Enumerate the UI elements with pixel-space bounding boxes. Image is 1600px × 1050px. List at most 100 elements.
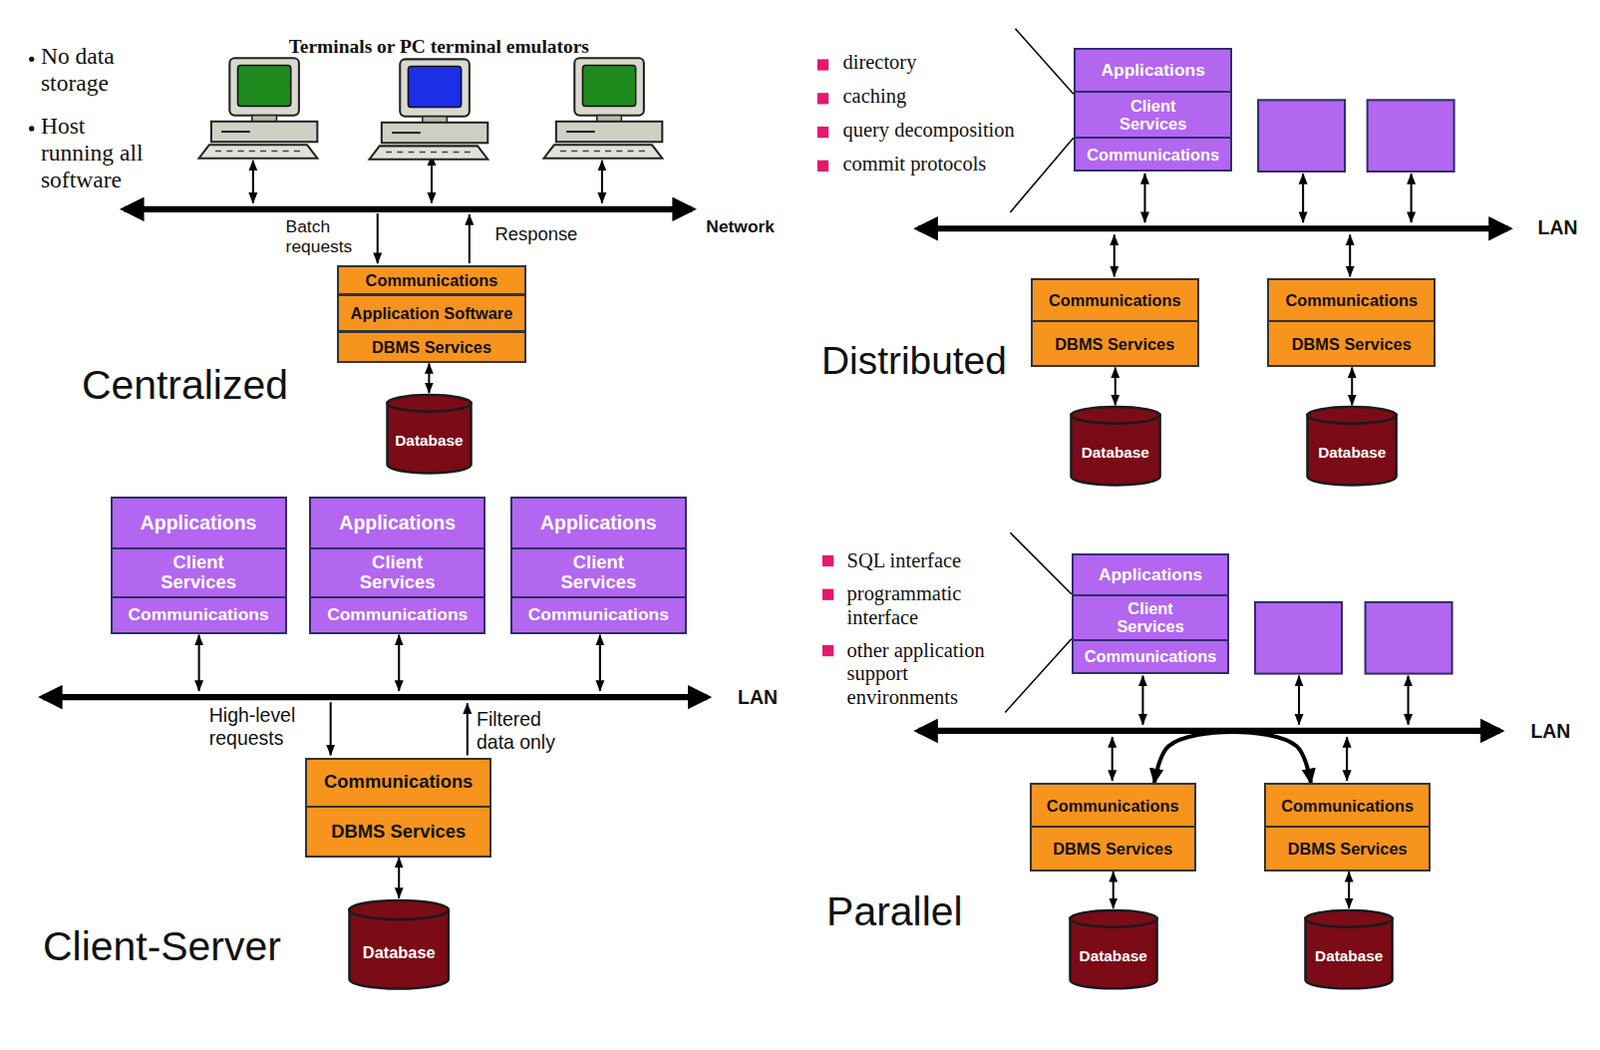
box-label: Applications [1098,565,1203,585]
screen [582,65,636,107]
key-row [215,150,222,153]
server-layer: DBMS Services [1030,320,1200,367]
box-label: DBMS Services [1287,839,1408,858]
system-unit [381,122,488,143]
flow-arrow [468,214,471,264]
monitor [399,58,470,116]
cylinder-lid [349,900,449,920]
client-layer: Communications [110,596,288,635]
box-label: Client Services [1107,96,1200,133]
annotation: LAN [1530,719,1571,742]
server-layer: DBMS Services [1267,320,1436,367]
cylinder-lid [1069,910,1157,928]
network-bus [918,225,1509,232]
database-cylinder: Database [385,392,473,475]
server-layer: Communications [1029,782,1197,828]
annotation: Host running all software [40,112,159,194]
monitor [229,57,300,115]
key-row [294,150,301,153]
box-label: DBMS Services [1052,839,1173,858]
architecture-title: Client-Server [42,923,282,970]
key-row [628,150,635,153]
client-layer: Applications [110,496,288,549]
key-row [396,151,403,154]
link-arrow [1113,234,1116,277]
key-row [226,150,233,153]
client-box [1255,602,1342,674]
network-bus [42,693,707,700]
client-box [1367,99,1455,172]
server-layer: DBMS Services [1264,825,1431,872]
connectors [398,362,1352,909]
link-arrow [1301,173,1304,223]
keyboard [369,145,489,159]
drive-slot [391,131,421,134]
annotation: Batch requests [286,216,378,257]
server-layer: Communications [336,265,527,296]
key-row [639,150,645,153]
client-layer: Client Services [309,547,486,599]
key-row [407,151,414,154]
annotation: No data storage [40,42,164,97]
box-label: Client Services [547,552,649,594]
callout-line [1004,639,1072,713]
annotation: Filtered data only [476,707,579,753]
key-row [237,150,244,153]
system-unit [211,121,318,142]
client-layer: Communications [510,596,687,635]
cylinder-body [386,402,471,474]
flow-arrow [466,702,469,755]
bullet-square [817,160,829,172]
key-row [605,150,612,153]
monitor [574,57,644,115]
callout-line [1014,28,1073,95]
box-label: DBMS Services [330,821,466,842]
box-label: Communications [1048,291,1182,310]
box-label: Communications [365,271,499,290]
server-layer: Application Software [336,294,527,332]
cylinder-body [1070,414,1160,486]
flow-arrow [329,701,332,755]
cylinder-body [1069,918,1157,989]
key-row [594,150,601,153]
link-arrow [397,635,400,691]
storage-link [397,857,400,899]
bullet-dot [28,125,34,131]
server-layer: DBMS Services [1029,825,1197,872]
key-row [283,150,290,153]
callout-line [1009,137,1073,213]
link-arrow [1410,173,1413,223]
annotation: Response [494,223,578,245]
annotation: High-level requests [209,703,322,749]
link-arrow [1348,234,1351,277]
key-row [260,150,267,153]
box-label: Communications [1086,145,1220,164]
client-layer: Applications [1073,47,1234,93]
box-label: Applications [140,512,258,534]
box-label: Database [1081,429,1150,462]
client-layer: Client Services [510,547,687,599]
annotation: Network [705,216,775,237]
storage-link [1350,366,1353,405]
database-cylinder: Database [1068,908,1159,990]
storage-link [1112,871,1115,909]
key-row [452,151,459,154]
storage-link [1114,366,1117,405]
screen [407,66,461,108]
bullet-square [822,644,834,656]
link-arrow [252,160,255,204]
box-label: Communications [528,605,669,625]
server-layer: DBMS Services [336,330,527,364]
bullet-square [822,589,834,601]
client-layer: Communications [1073,136,1234,172]
system-unit [556,121,662,142]
box-label: Communications [323,771,473,792]
annotation: LAN [1538,216,1579,239]
cylinder-lid [1305,910,1393,928]
box-label: Database [394,417,463,450]
link-arrow [1407,675,1410,725]
key-row [560,150,567,153]
client-box [1258,99,1345,172]
box-label: Communications [1284,291,1418,310]
server-layer: Communications [1264,782,1431,828]
